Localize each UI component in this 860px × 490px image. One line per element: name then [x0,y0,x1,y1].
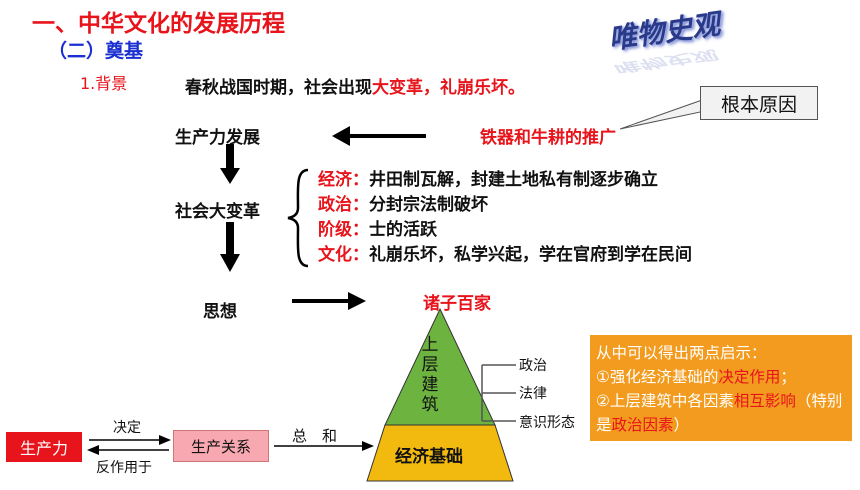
thought-label: 思想 [203,302,237,322]
intro-line: 春秋战国时期，社会出现大变革，礼崩乐坏。 [185,73,525,98]
production-relations-box: 生产关系 [173,430,269,462]
productivity-label: 生产力发展 [175,128,260,148]
arrow-left [332,126,426,146]
brace [287,168,309,268]
arrow-to-base [274,441,374,451]
reacts-label: 反作用于 [96,460,152,476]
productivity-box: 生产力 [6,432,82,462]
branch-ideology: 意识形态 [519,415,575,431]
pyramid [366,307,514,482]
change-economy: 经济：井田制瓦解，封建土地私有制逐步确立 [318,170,658,190]
intro-lead: 春秋战国时期，社会出现 [185,78,372,98]
change-culture: 文化：礼崩乐坏，私学兴起，学在官府到学在民间 [318,245,692,265]
double-arrow [87,435,171,455]
economic-base-label: 经济基础 [395,447,463,467]
callout-pointer [620,98,706,130]
social-change-label: 社会大变革 [175,202,260,222]
change-class: 阶级：士的活跃 [318,220,437,240]
arrow-down-1 [220,144,240,184]
changes-list: 经济：井田制瓦解，封建土地私有制逐步确立 政治：分封宗法制破坏 阶级：士的活跃 … [318,168,692,268]
insight-line-1: 从中可以得出两点启示： [596,344,767,362]
branch-lines [481,364,516,422]
change-politics: 政治：分封宗法制破坏 [318,195,488,215]
arrow-right [292,292,366,310]
insight-point-1: ①强化经济基础的决定作用； [596,368,796,386]
total-label: 总 和 [292,427,338,445]
section-label: 1.背景 [80,74,128,93]
branch-politics: 政治 [519,358,547,374]
root-cause-box: 根本原因 [700,86,818,120]
arrow-down-2 [220,222,240,272]
iron-cattle-label: 铁器和牛耕的推广 [480,128,616,148]
decides-label: 决定 [113,420,141,436]
subtitle: （二）奠基 [48,40,144,62]
superstructure-label: 上层建筑 [421,335,439,415]
insight-point-2: ②上层建筑中各因素相互影响（特别是政治因素） [596,392,843,434]
branch-law: 法律 [519,386,547,402]
page-title: 一、中华文化的发展历程 [32,11,285,37]
intro-highlight: 大变革，礼崩乐坏。 [372,78,525,98]
insight-box: 从中可以得出两点启示： ①强化经济基础的决定作用； ②上层建筑中各因素相互影响（… [590,335,852,441]
